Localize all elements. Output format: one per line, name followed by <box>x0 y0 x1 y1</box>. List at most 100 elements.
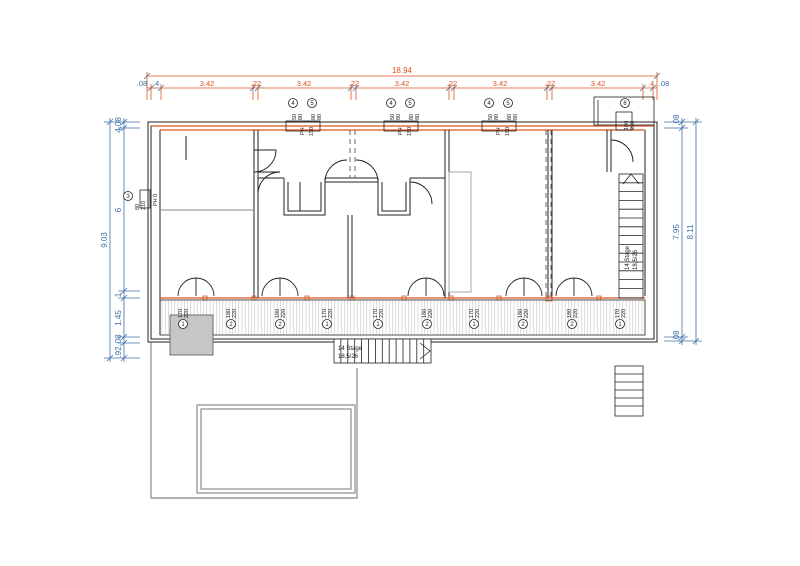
door-height: 220 <box>328 309 334 318</box>
dim-left-lower: 1.45 <box>114 310 123 326</box>
door-tag-number: 1 <box>325 322 329 328</box>
window-tag-3: 3 <box>126 194 130 200</box>
door-tag-circle <box>178 319 188 329</box>
right-dimension-chain <box>664 118 702 345</box>
door-tag-number: 2 <box>229 322 233 328</box>
dim-left-top: 4.08 <box>114 117 123 133</box>
door-tag-number: 1 <box>472 322 476 328</box>
building-outline <box>147 121 658 343</box>
left-dimension-labels: 4.08 6 9.03 1 1.45 .08 .92 <box>100 117 123 358</box>
window-size-4: 5080 <box>390 114 402 120</box>
door-tag-circle <box>422 319 432 329</box>
grey-block <box>169 314 214 356</box>
door-tag-number: 1 <box>181 322 185 328</box>
dim-seg: .08 <box>659 79 669 88</box>
window-tag-4: 4 <box>389 101 393 107</box>
dim-seg: .08 <box>137 79 147 88</box>
right-dimension-labels: .08 7.95 8.11 .08 <box>672 114 695 342</box>
door-width: 170 <box>178 309 184 318</box>
door-tag-circle <box>469 319 479 329</box>
dim-right-top: .08 <box>672 114 681 126</box>
door-tag-circle <box>226 319 236 329</box>
lower-stair <box>333 338 432 364</box>
dim-left-sm3: .92 <box>114 346 123 358</box>
dim-seg: 3.42 <box>395 79 410 88</box>
window-size-3: 80210 <box>135 201 147 210</box>
interior-doors <box>253 139 634 205</box>
door-height: 220 <box>379 309 385 318</box>
dim-overall: 18.94 <box>392 66 413 75</box>
door-tag-number: 2 <box>425 322 429 328</box>
interior-walls <box>160 130 612 298</box>
dim-seg: .4 <box>153 79 159 88</box>
door-height: 220 <box>621 309 627 318</box>
top-dimension-labels: .08 .4 3.42 .22 3.42 .22 3.42 .22 3.42 .… <box>137 79 669 88</box>
window-sill: 150 <box>505 127 511 136</box>
door-tag-number: 2 <box>521 322 525 328</box>
dim-right-bottom: .08 <box>672 330 681 342</box>
door-tag-number: 2 <box>570 322 574 328</box>
window-size-5: 8080 <box>507 114 519 120</box>
dim-right-mid: 7.95 <box>672 224 681 240</box>
window-tag-4: 4 <box>487 101 491 107</box>
door-height: 220 <box>524 309 530 318</box>
dim-left-sm1: 1 <box>114 292 123 297</box>
door-tag-number: 1 <box>618 322 622 328</box>
window-size-5: 8080 <box>311 114 323 120</box>
lower-stair-ratio: 18,5/26 <box>338 354 359 360</box>
door-width: 180 <box>275 309 281 318</box>
door-width: 170 <box>373 309 379 318</box>
door-height: 220 <box>475 309 481 318</box>
window-ph: PH <box>496 127 502 135</box>
door-width: 180 <box>567 309 573 318</box>
dim-seg: 3.42 <box>297 79 312 88</box>
lower-stair-label: 14 Stage <box>338 346 363 352</box>
door-height: 220 <box>428 309 434 318</box>
right-stair-ratio: 18,5/26 <box>633 249 639 270</box>
front-doors <box>177 277 593 297</box>
left-dimension-slashes <box>106 118 128 362</box>
window-tag-4: 4 <box>291 101 295 107</box>
dim-seg: .22 <box>251 79 261 88</box>
door-height: 220 <box>232 309 238 318</box>
window-tags <box>123 98 630 201</box>
exterior-steps <box>614 365 644 417</box>
door-tag-circle <box>373 319 383 329</box>
door-width: 180 <box>518 309 524 318</box>
window-ph: PH <box>300 127 306 135</box>
window-tag-numbers: 4 5 4 5 4 5 6 3 <box>126 101 627 200</box>
door-height: 220 <box>573 309 579 318</box>
dim-right-total: 8.11 <box>686 224 695 240</box>
window-ph: PH <box>398 127 404 135</box>
left-dimension-chain <box>104 118 140 362</box>
door-width: 170 <box>615 309 621 318</box>
door-tag-number: 2 <box>278 322 282 328</box>
door-tag-circle <box>275 319 285 329</box>
door-tag-circle <box>322 319 332 329</box>
door-tag-number: 1 <box>376 322 380 328</box>
right-stair <box>618 173 644 299</box>
window-tag-5: 5 <box>310 101 314 107</box>
window-size-5: 8080 <box>409 114 421 120</box>
window-sill: 150 <box>309 127 315 136</box>
window-sill: 150 <box>407 127 413 136</box>
dim-seg: 3.42 <box>591 79 606 88</box>
dim-left-mid: 6 <box>114 207 123 212</box>
dim-seg: 3.42 <box>200 79 215 88</box>
dim-left-total: 9.03 <box>100 232 109 248</box>
dim-seg: 3.42 <box>493 79 508 88</box>
right-dimension-slashes <box>678 118 700 345</box>
door-height: 220 <box>184 309 190 318</box>
door-width: 170 <box>469 309 475 318</box>
top-dimension-slashes <box>143 72 661 92</box>
dim-seg: .22 <box>447 79 457 88</box>
door-tag-circle <box>615 319 625 329</box>
